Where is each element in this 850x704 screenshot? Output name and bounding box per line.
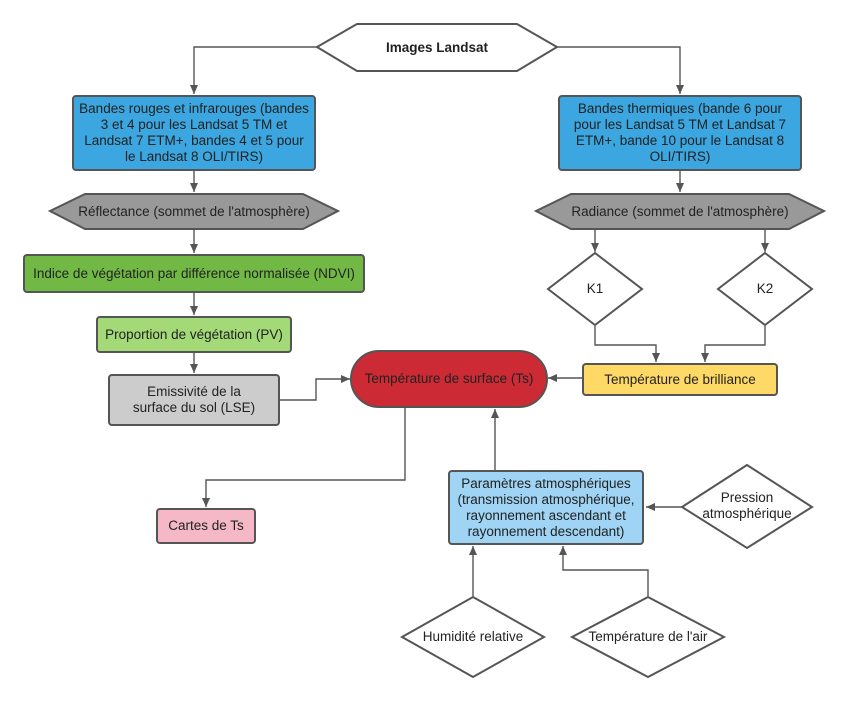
airtemp-label: Température de l'air: [588, 629, 708, 644]
edge-ts-maps: [202, 406, 406, 507]
ts-label: Température de surface (Ts): [364, 371, 534, 386]
red-ir-box: [72, 95, 316, 171]
k1-diamond: [546, 251, 644, 327]
pv-box: [96, 316, 292, 353]
thermal-label: Bandes thermiques (bande 6 pour pour les…: [573, 101, 787, 164]
reflectance-hexagon: [47, 193, 341, 230]
edge-landsat-red-ir: [190, 46, 317, 94]
edge-airtemp-atmo: [559, 546, 649, 596]
brightness-box: [582, 363, 778, 396]
k2-label: K2: [756, 281, 774, 296]
ndvi-label: Indice de végétation par différence norm…: [33, 265, 355, 281]
brightness-label: Température de brilliance: [604, 371, 756, 387]
edge-landsat-thermal: [557, 46, 684, 94]
edge-k2-brightness: [701, 326, 766, 362]
pv-label: Proportion de végétation (PV): [105, 326, 283, 342]
red-ir-label: Bandes rouges et infrarouges (bandes 3 e…: [79, 101, 309, 164]
lse-label: Emissivité de la surface du sol (LSE): [132, 384, 256, 415]
humidity-label: Humidité relative: [422, 629, 524, 644]
atmo-params-label: Paramètres atmosphériques (transmission …: [457, 475, 635, 539]
airtemp-diamond: [569, 595, 727, 679]
pressure-label: Pression atmosphérique: [702, 490, 792, 521]
radiance-hexagon: [533, 193, 827, 230]
reflectance-label: Réflectance (sommet de l'atmosphère): [78, 203, 310, 219]
ndvi-box: [23, 254, 365, 293]
pressure-diamond: [680, 463, 814, 550]
edge-lse-ts: [279, 375, 350, 401]
maps-label: Cartes de Ts: [168, 518, 244, 533]
thermal-box: [558, 95, 802, 171]
maps-box: [156, 508, 256, 544]
ts-pill: [350, 350, 548, 408]
k1-label: K1: [586, 281, 604, 296]
edge-k1-brightness: [594, 326, 660, 362]
atmo-params-box: [448, 470, 644, 545]
landsat-label: Images Landsat: [385, 39, 489, 55]
lse-box: [108, 374, 280, 426]
radiance-label: Radiance (sommet de l'atmosphère): [571, 203, 789, 219]
humidity-diamond: [399, 595, 547, 679]
landsat-hexagon: [315, 23, 559, 72]
k2-diamond: [716, 251, 814, 327]
